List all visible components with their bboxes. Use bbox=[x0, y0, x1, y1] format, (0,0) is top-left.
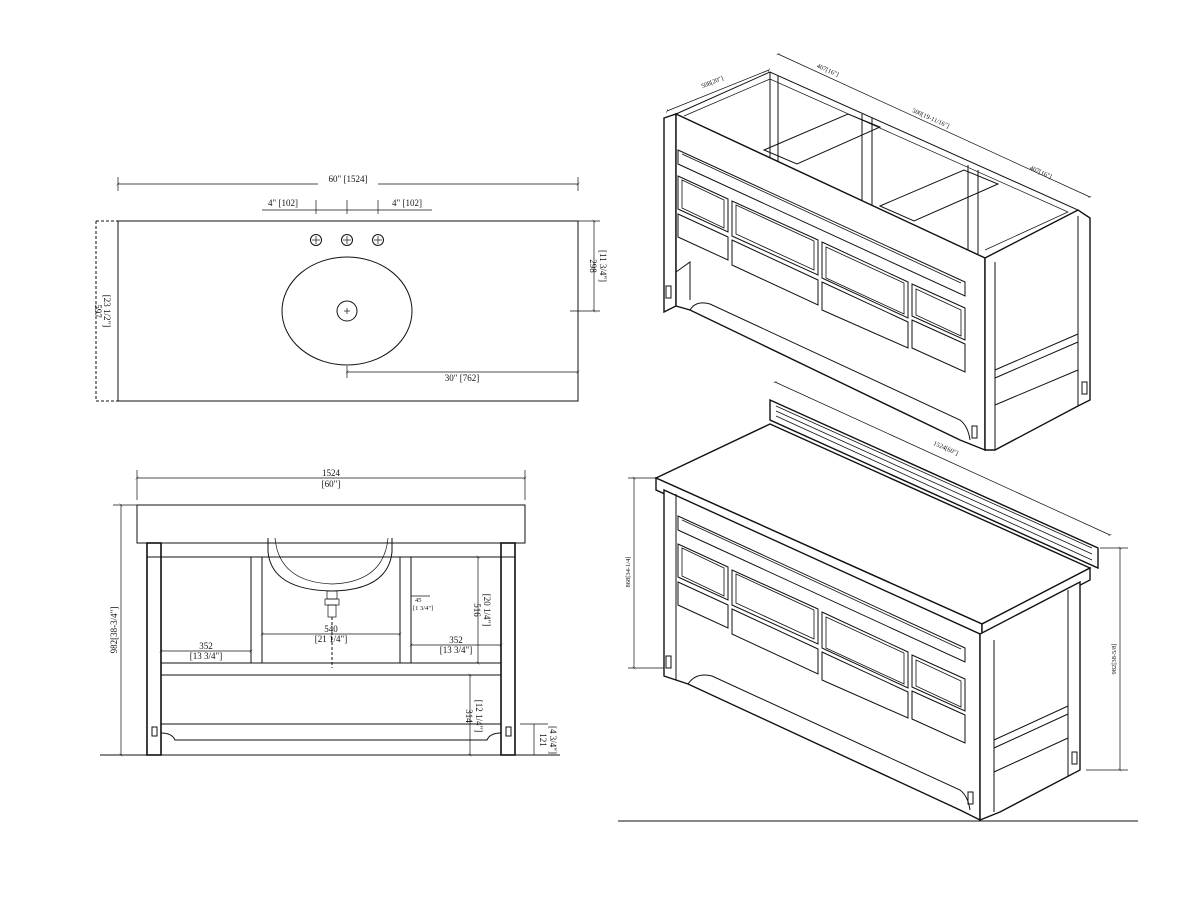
frame-side-depth-label: 508[20"] bbox=[700, 75, 724, 90]
drain-depth-mm-label: 298 bbox=[588, 259, 598, 273]
front-left-leg bbox=[146, 542, 162, 756]
front-right-leg bbox=[500, 542, 516, 756]
front-width-mm-label: 1524 bbox=[322, 468, 341, 478]
base-height-in-label: [4 3/4"] bbox=[548, 726, 558, 754]
top-depth-mm-label: 597 bbox=[93, 304, 103, 318]
front-sink-bowl bbox=[267, 538, 393, 592]
frame-bay-right-label: 407[16"] bbox=[1029, 165, 1053, 181]
drain-offset-label: 30" [762] bbox=[445, 373, 479, 383]
iso-full-view: 1524[60"] bbox=[618, 382, 1138, 822]
top-depth-in-label: [23 1/2"] bbox=[102, 295, 112, 327]
full-width-label: 1524[60"] bbox=[932, 440, 959, 457]
left-opening-mm-label: 352 bbox=[199, 641, 213, 651]
cabinet-height-mm-label: 516 bbox=[472, 603, 482, 617]
frame-bay-left-label: 407[16"] bbox=[816, 63, 840, 79]
front-countertop bbox=[136, 504, 526, 544]
drain-pipe bbox=[324, 590, 340, 668]
cabinet-height-in-label: [20 1/4"] bbox=[482, 594, 492, 626]
right-opening-mm-label: 352 bbox=[449, 635, 463, 645]
front-height-label: 982[38-3/4"] bbox=[109, 607, 119, 654]
base-height-mm-label: 121 bbox=[538, 733, 548, 747]
center-opening-mm-label: 540 bbox=[324, 624, 338, 634]
front-width-in-label: [60"] bbox=[322, 479, 341, 489]
faucet-right-spacing-label: 4" [102] bbox=[392, 198, 422, 208]
faucet-holes bbox=[310, 234, 384, 246]
iso-full-drawers bbox=[677, 515, 966, 744]
drain-depth-in-label: [11 3/4"] bbox=[598, 250, 608, 282]
leg-width-in-label: [1 3/4"] bbox=[413, 605, 433, 612]
leg-width-mm-label: 45 bbox=[415, 597, 422, 604]
front-view: 1524 [60"] 982 bbox=[100, 468, 560, 755]
full-cabinet-height-label: 868[34-1/4] bbox=[625, 556, 632, 587]
top-width-label: 60" [1524] bbox=[329, 174, 368, 184]
shelf-height-in-label: [12 1/4"] bbox=[474, 700, 484, 732]
frame-bay-center-label: 500[19-11/16"] bbox=[911, 107, 950, 130]
faucet-left-spacing-label: 4" [102] bbox=[268, 198, 298, 208]
sink-bowl bbox=[281, 256, 413, 366]
shelf-height-mm-label: 314 bbox=[464, 709, 474, 723]
iso-frame-drawers bbox=[677, 149, 966, 373]
full-total-height-label: 982[38-5/8] bbox=[1111, 643, 1118, 674]
left-opening-in-label: [13 3/4"] bbox=[190, 651, 222, 661]
iso-frame-view: 508[20"] 407[16"] 500[19-11/16"] 407[16"… bbox=[663, 54, 1090, 452]
top-view: 60" [1524] 4" [102] 4" [102] 597 [23 1/2… bbox=[93, 173, 608, 402]
center-opening-in-label: [21 1/4"] bbox=[315, 634, 347, 644]
drain-icon bbox=[336, 300, 358, 322]
right-opening-in-label: [13 3/4"] bbox=[440, 645, 472, 655]
